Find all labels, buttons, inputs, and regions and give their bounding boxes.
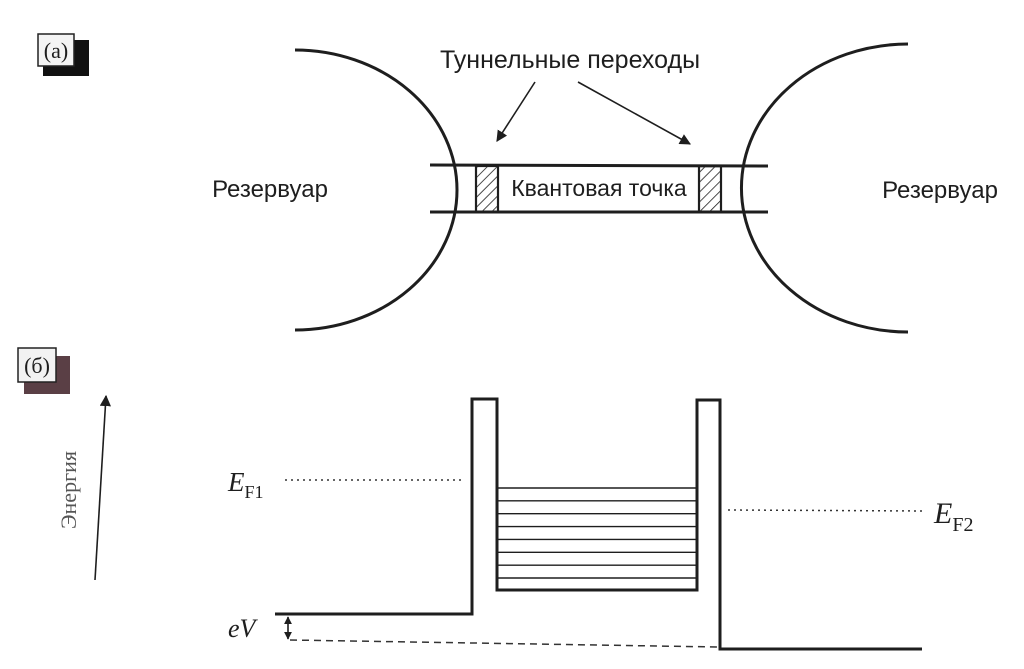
- panel-a-tag: (a): [37, 33, 89, 76]
- left-reservoir-arc: [294, 48, 459, 332]
- quantum-dot-label: Квантовая точка: [511, 175, 687, 201]
- energy-axis-arrow: [94, 394, 111, 581]
- ef2-fermi-level: [727, 509, 926, 512]
- energy-axis-label: Энергия: [56, 451, 81, 529]
- panel-a-tag-text: (a): [44, 38, 68, 63]
- right-reservoir-label: Резервуар: [882, 177, 998, 204]
- ef2-label: EF2: [933, 497, 973, 536]
- right-tunnel-barrier: [697, 164, 723, 214]
- quantized-levels: [497, 487, 697, 579]
- tunnel-junctions-label: Туннельные переходы: [440, 46, 700, 74]
- panel-b: (б) Энергия EF1 EF2 eV: [17, 347, 973, 651]
- tunnel-arrow-right: [577, 81, 691, 145]
- ev-reference-line: [289, 639, 719, 648]
- ev-label: eV: [228, 614, 259, 643]
- tunnel-arrow-left: [496, 81, 536, 142]
- right-reservoir-arc: [739, 42, 909, 334]
- potential-profile: [275, 397, 922, 651]
- left-reservoir-label: Резервуар: [212, 176, 328, 203]
- left-tunnel-barrier: [474, 164, 500, 214]
- ef1-label: EF1: [227, 467, 264, 502]
- panel-a: (a) Туннельные переходы Резервуар Резерв…: [37, 33, 998, 334]
- panel-b-tag-text: (б): [24, 353, 50, 378]
- panel-b-tag: (б): [17, 347, 70, 394]
